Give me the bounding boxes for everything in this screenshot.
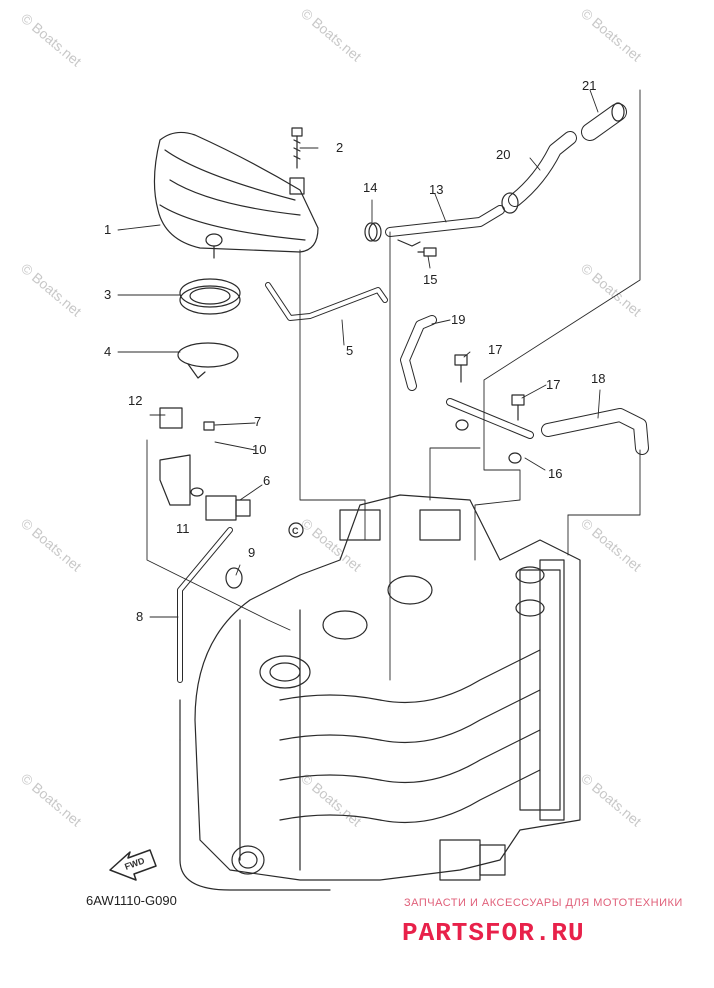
- watermark: © Boats.net: [18, 10, 85, 69]
- part-number: 15: [423, 272, 437, 287]
- watermark: © Boats.net: [18, 515, 85, 574]
- part-number: 7: [254, 414, 261, 429]
- watermark: © Boats.net: [18, 260, 85, 319]
- part-number: 3: [104, 287, 111, 302]
- fwd-label: FWD: [123, 855, 146, 872]
- joint-16: [446, 398, 534, 464]
- part-number: 5: [346, 343, 353, 358]
- part-number: 9: [248, 545, 255, 560]
- part-number: 13: [429, 182, 443, 197]
- part-number: 17: [488, 342, 502, 357]
- watermark: © Boats.net: [578, 260, 645, 319]
- part-number: 10: [252, 442, 266, 457]
- part-number: 4: [104, 344, 111, 359]
- watermark: © Boats.net: [298, 5, 365, 64]
- watermark: © Boats.net: [298, 515, 365, 574]
- hose-21: [581, 102, 627, 141]
- copyright-icon: C: [288, 522, 304, 538]
- part-number: 16: [548, 466, 562, 481]
- hose-5: [265, 282, 388, 321]
- sensor-cluster: [159, 407, 251, 589]
- watermark: © Boats.net: [18, 770, 85, 829]
- part-number: 20: [496, 147, 510, 162]
- part-labels: 1 2 3 4 5 6 7 8 9 10 11 12 13 14 15 16 1…: [104, 78, 605, 624]
- advert: ЗАПЧАСТИ И АКСЕССУАРЫ ДЛЯ МОТОТЕХНИКИ PA…: [402, 897, 683, 948]
- watermark: © Boats.net: [298, 770, 365, 829]
- leader-lines: [117, 89, 641, 681]
- advert-logo: PARTSFOR.RU: [402, 918, 585, 948]
- hose-13: [385, 205, 505, 237]
- part-number: 6: [263, 473, 270, 488]
- bolt-17a: [454, 354, 468, 383]
- part-number: 8: [136, 609, 143, 624]
- part-number: 2: [336, 140, 343, 155]
- hose-8: [177, 527, 331, 891]
- diagram-reference-code: 6AW1110-G090: [86, 893, 177, 908]
- watermark: © Boats.net: [578, 5, 645, 64]
- bolt-17b: [511, 394, 525, 421]
- part-number: 14: [363, 180, 377, 195]
- bolt-2: [289, 127, 305, 195]
- hose-20: [501, 131, 577, 214]
- silencer-cover: [153, 131, 319, 259]
- screw-15: [397, 239, 437, 257]
- part-number: 17: [546, 377, 560, 392]
- fwd-arrow-icon: [109, 849, 157, 881]
- part-number: 11: [176, 521, 190, 536]
- watermarks: © Boats.net © Boats.net © Boats.net © Bo…: [18, 5, 645, 829]
- hose-18: [541, 408, 649, 455]
- part-number: 18: [591, 371, 605, 386]
- part-number: 12: [128, 393, 142, 408]
- advert-tagline: ЗАПЧАСТИ И АКСЕССУАРЫ ДЛЯ МОТОТЕХНИКИ: [404, 897, 683, 909]
- hose-19: [400, 315, 437, 391]
- part-number: 1: [104, 222, 111, 237]
- band-clamp: [177, 342, 239, 379]
- part-number: 21: [582, 78, 596, 93]
- svg-text:C: C: [292, 526, 299, 536]
- engine-block: [194, 494, 581, 881]
- grommet-14: [364, 222, 382, 242]
- watermark: © Boats.net: [578, 515, 645, 574]
- part-number: 19: [451, 312, 465, 327]
- seal-ring: [179, 278, 241, 315]
- watermark: © Boats.net: [578, 770, 645, 829]
